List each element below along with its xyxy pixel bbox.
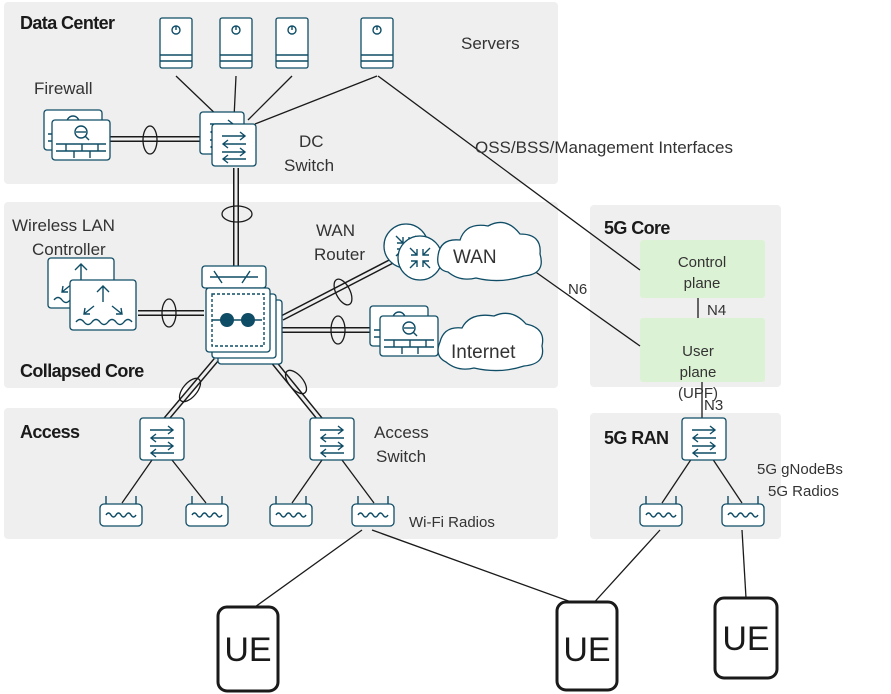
control-plane-label: Control xyxy=(678,254,726,271)
dc-switch-label: DC xyxy=(299,132,324,151)
n6-interface-label: N6 xyxy=(568,281,587,298)
cloud-icon xyxy=(437,312,544,372)
ue-device xyxy=(713,596,779,680)
n4-interface-label: N4 xyxy=(707,302,726,319)
wireless-lan-controller-icon xyxy=(69,279,137,331)
wan-router-icon xyxy=(397,235,443,281)
dc-switch-icon xyxy=(211,123,257,167)
wan-cloud-label: WAN xyxy=(453,247,497,268)
zone-title-5g-core: 5G Core xyxy=(604,218,670,238)
firewall-label: Firewall xyxy=(34,79,93,98)
access-switch-icon xyxy=(309,417,355,461)
user-plane-label: User xyxy=(682,343,714,360)
ue-device xyxy=(216,605,280,693)
zone-title-data-center: Data Center xyxy=(20,13,115,33)
server-icon xyxy=(219,17,253,69)
cloud-icon xyxy=(437,221,542,282)
control-plane-label: plane xyxy=(684,275,721,292)
ue-label: UE xyxy=(224,631,271,669)
gnodeb-label: 5G Radios xyxy=(768,483,839,500)
zone-title-5g-ran: 5G RAN xyxy=(604,428,668,448)
n3-interface-label: N3 xyxy=(704,397,723,414)
zone-title-access: Access xyxy=(20,422,80,442)
oss-label: OSS/BSS/Management Interfaces xyxy=(475,138,733,157)
link-aggregation-markers xyxy=(142,125,353,403)
server-icon xyxy=(159,17,193,69)
ue-label: UE xyxy=(563,631,610,669)
servers-label: Servers xyxy=(461,34,520,53)
user-plane-label: (UPF) xyxy=(678,385,718,402)
internet-firewall-icon xyxy=(379,315,439,357)
core-switch-icon xyxy=(201,265,283,365)
ue-device xyxy=(555,600,619,692)
wan-router-label: WAN xyxy=(316,221,355,240)
access-switch-label: Access xyxy=(374,423,429,442)
wan-router-label: Router xyxy=(314,245,365,264)
server-icon xyxy=(275,17,309,69)
gnodeb-label: 5G gNodeBs xyxy=(757,461,843,478)
user-plane-label: plane xyxy=(680,364,717,381)
user-plane-box xyxy=(640,318,765,382)
control-plane-box xyxy=(640,240,765,298)
access-switch-icon xyxy=(139,417,185,461)
ran-switch-icon xyxy=(681,417,727,461)
server-icon xyxy=(360,17,394,69)
wlc-label: Controller xyxy=(32,240,106,259)
firewall-icon xyxy=(51,119,111,161)
wifi-radios-label: Wi-Fi Radios xyxy=(409,514,495,531)
ue-label: UE xyxy=(722,620,769,658)
access-switch-label: Switch xyxy=(376,447,426,466)
wlc-label: Wireless LAN xyxy=(12,216,115,235)
zone-title-collapsed-core: Collapsed Core xyxy=(20,361,144,381)
internet-cloud-label: Internet xyxy=(451,342,516,363)
dc-switch-label: Switch xyxy=(284,156,334,175)
